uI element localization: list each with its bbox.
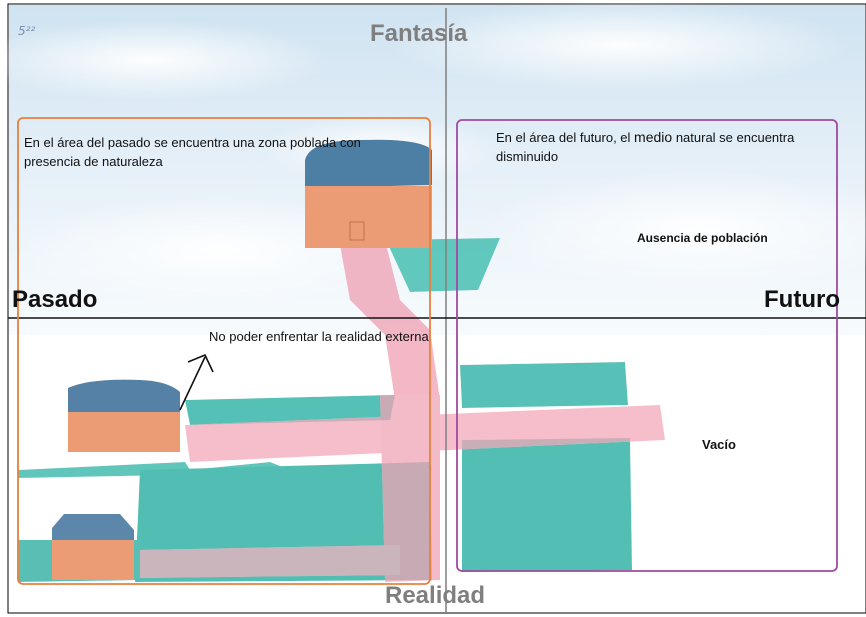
axis-label-top: Fantasía bbox=[370, 20, 468, 47]
void-label: Vacío bbox=[702, 437, 736, 452]
future-text-part: natural se encuentra disminuido bbox=[496, 130, 795, 164]
cloud bbox=[480, 170, 866, 290]
cloud bbox=[390, 0, 850, 90]
house-sky bbox=[305, 139, 432, 248]
axis-label-left: Pasado bbox=[12, 286, 98, 313]
past-box bbox=[17, 117, 431, 585]
house-middle bbox=[68, 379, 180, 452]
future-box-text: En el área del futuro, el medio natural … bbox=[496, 128, 806, 166]
house-bottom bbox=[52, 514, 134, 580]
past-box-text: En el área del pasado se encuentra una z… bbox=[24, 135, 361, 169]
absence-label: Ausencia de población bbox=[637, 231, 768, 245]
future-text-emphasis: medio bbox=[634, 129, 673, 145]
arrow-icon bbox=[179, 353, 214, 411]
axis-label-right: Futuro bbox=[764, 286, 840, 313]
corner-mark: 5²² bbox=[18, 24, 36, 38]
axis-label-bottom: Realidad bbox=[385, 582, 486, 609]
future-text-part: En el área del futuro, el bbox=[496, 130, 631, 145]
cloud bbox=[0, 20, 330, 100]
teal-land bbox=[18, 238, 632, 582]
reality-label: No poder enfrentar la realidad externa bbox=[209, 329, 429, 344]
pink-road bbox=[140, 240, 665, 582]
future-box bbox=[456, 119, 838, 572]
